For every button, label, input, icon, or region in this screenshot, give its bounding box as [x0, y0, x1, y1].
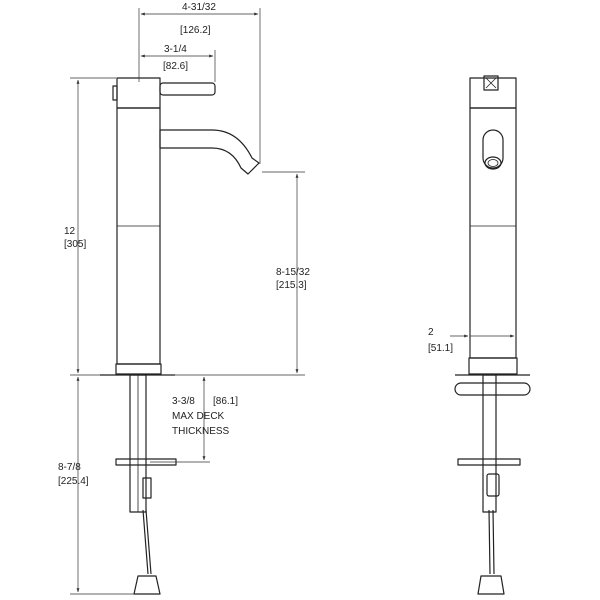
- side-view: [100, 77, 260, 595]
- spout-height-label: 8-15/32: [276, 267, 310, 278]
- handle-length-metric: [82.6]: [163, 61, 188, 72]
- front-deck-plate: [454, 382, 531, 396]
- max-deck-note-line2: THICKNESS: [172, 426, 230, 437]
- overall-height-label: 12: [64, 226, 76, 237]
- max-deck-label: 3-3/8: [172, 396, 195, 407]
- max-deck-metric: [86.1]: [213, 396, 238, 407]
- front-mounting-nut: [486, 473, 500, 497]
- faucet-body: [116, 107, 161, 365]
- supply-line-edge: [142, 509, 149, 575]
- base-diameter-label: 2: [428, 327, 434, 338]
- front-spout-slot: [482, 129, 504, 169]
- base-diameter-metric: [51.1]: [428, 343, 453, 354]
- dimension-labels: 4-31/32 [126.2] 3-1/4 [82.6] 12 [305] 8-…: [58, 2, 453, 487]
- handle-hub-button: [112, 85, 118, 101]
- supply-fitting: [133, 575, 161, 595]
- overall-reach-label: 4-31/32: [182, 2, 216, 13]
- dimension-lines: [70, 8, 517, 595]
- mounting-nut: [142, 477, 152, 499]
- front-supply-fitting: [477, 575, 505, 595]
- front-base: [468, 357, 518, 375]
- front-mounting-plate: [457, 458, 521, 466]
- supply-line: [145, 509, 152, 575]
- spout: [159, 129, 260, 175]
- aerator: [484, 156, 502, 170]
- front-handle-x2: [485, 77, 497, 89]
- front-handle-square: [483, 75, 499, 91]
- aerator-inner: [487, 159, 499, 167]
- max-deck-note-line1: MAX DECK: [172, 411, 225, 422]
- handle-length-label: 3-1/4: [164, 44, 187, 55]
- overall-reach-metric: [126.2]: [180, 25, 211, 36]
- lever-handle: [159, 82, 216, 96]
- front-view: [454, 75, 531, 595]
- overall-height-metric: [305]: [64, 239, 86, 250]
- spout-height-metric: [215.3]: [276, 280, 307, 291]
- front-supply-line: [488, 509, 491, 575]
- front-supply-line-edge: [492, 509, 495, 575]
- faucet-base: [115, 363, 162, 375]
- shank-length-label: 8-7/8: [58, 462, 81, 473]
- front-top-cap: [469, 77, 517, 109]
- handle-hub: [116, 77, 161, 109]
- shank-length-metric: [225.4]: [58, 476, 89, 487]
- front-body: [469, 107, 517, 359]
